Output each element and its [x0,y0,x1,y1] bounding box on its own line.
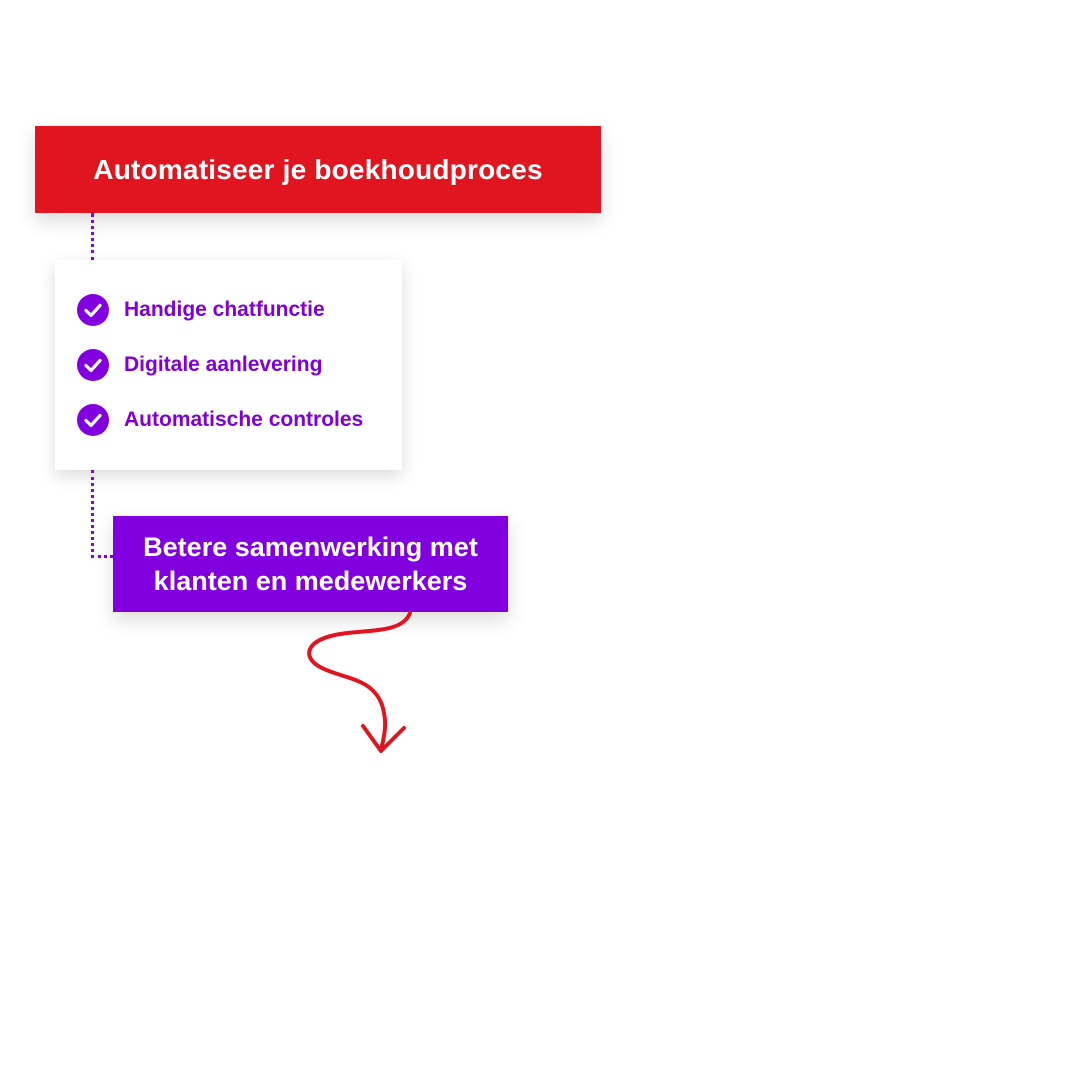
callout-text: Betere samenwerking met klanten en medew… [143,532,478,596]
feature-item: Automatische controles [77,403,363,436]
check-circle-icon [77,403,109,436]
header-title: Automatiseer je boekhoudproces [93,153,543,185]
feature-list: Handige chatfunctie Digitale aanlevering… [77,293,363,458]
check-circle-icon [77,348,109,381]
header-banner: Automatiseer je boekhoudproces [35,126,601,213]
feature-label: Automatische controles [124,407,364,431]
feature-item: Handige chatfunctie [77,293,363,326]
features-card: Handige chatfunctie Digitale aanlevering… [55,260,402,470]
curly-arrow-icon [307,611,412,753]
feature-item: Digitale aanlevering [77,348,363,381]
dotted-connector-bottom [91,470,113,558]
check-circle-icon [77,293,109,326]
dotted-connector-top [91,213,94,261]
feature-label: Digitale aanlevering [124,352,323,376]
feature-label: Handige chatfunctie [124,297,325,321]
callout-banner: Betere samenwerking met klanten en medew… [113,516,508,612]
